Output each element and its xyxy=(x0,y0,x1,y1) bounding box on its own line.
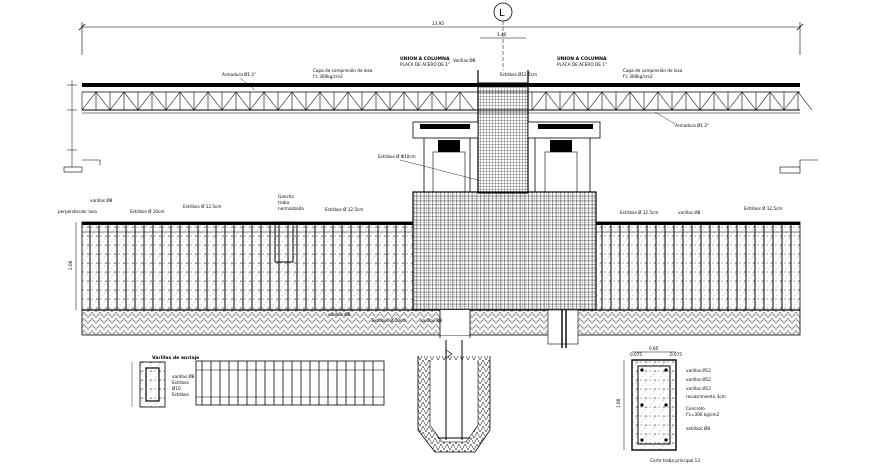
truss-beam xyxy=(81,83,813,114)
section-v5: estribos Ø8 xyxy=(686,426,710,431)
truss-diagonals-left xyxy=(81,91,475,111)
varillas-r-label: varillas Ø8 xyxy=(678,210,701,215)
comp-right-2: f'c 300kg/cm2 xyxy=(623,74,653,79)
section-right-label: 0.075 xyxy=(670,352,682,357)
section-height-label: 1.00 xyxy=(616,398,621,408)
varillas-left-label: varillas Ø8 xyxy=(90,198,113,203)
base-label-1: varillas Ø8 xyxy=(328,312,351,317)
anchor-detail: Varillas de anclaje varillas Ø8 Estribos… xyxy=(131,355,385,408)
section-width-label: 0.85 xyxy=(649,346,659,351)
comp-left-2: f'c 300kg/cm2 xyxy=(313,74,343,79)
wall-right xyxy=(595,221,801,311)
gancho-2-label: traba xyxy=(278,200,290,205)
wall-labels: varillas Ø8 perpendicular losa Estribos … xyxy=(58,194,782,215)
cross-section: 0.85 0.075 0.075 1.00 varillas Ø12 varil… xyxy=(616,346,726,463)
estribos-r2-label: Estribos Ø 12.5cm xyxy=(744,206,782,211)
comp-right-1: Capa de compresión de losa xyxy=(623,68,683,73)
section-caption: Corte traba principal 13 xyxy=(650,458,700,463)
union-left-1: UNION A COLUMNA xyxy=(400,56,450,62)
anchor-v3: Ø10 xyxy=(172,386,181,391)
vertical-bars-left xyxy=(89,222,406,310)
anchor-v4: Estribos xyxy=(172,392,189,397)
vertical-bars-right xyxy=(601,222,792,310)
section-left-label: 0.075 xyxy=(630,352,642,357)
bearing-left xyxy=(412,121,479,193)
estribos-1-label: Estribos Ø 10cm xyxy=(130,209,164,214)
union-right-2: PLACA DE ACERO DE 1" xyxy=(557,62,607,67)
bearing-right xyxy=(527,121,601,193)
comp-left-1: Capa de compresión de losa xyxy=(313,68,373,73)
base-labels: varillas Ø8 Estribos Ø 10cm varillas Ø8 xyxy=(328,312,443,323)
axis-marker: L 1.40 xyxy=(480,2,526,70)
armor-left-label: Armadura Ø1 2" xyxy=(222,72,256,77)
section-c2: f'c=300 kg/cm2 xyxy=(686,412,720,417)
armor-right-label: Armadura Ø1 2" xyxy=(675,123,709,128)
perpendicular-label: perpendicular losa xyxy=(58,209,97,214)
ground-slab xyxy=(81,309,801,348)
anchor-v2: Estribos xyxy=(172,380,189,385)
gancho-1-label: Gancho xyxy=(278,194,294,199)
estribos-3-label: Estribos Ø 12.5cm xyxy=(325,207,363,212)
axis-label: L xyxy=(499,8,505,19)
beam-labels: Armadura Ø1 2" Armadura Ø1 2" Capa de co… xyxy=(222,68,709,128)
section-v2: varillas Ø12 xyxy=(686,377,711,382)
wall-height-dim: 2.00 xyxy=(68,222,77,310)
base-label-2: Estribos Ø 10cm xyxy=(372,318,406,323)
column-width-label: 1.40 xyxy=(497,32,507,37)
wall-height-label: 2.00 xyxy=(68,260,73,270)
wall-left xyxy=(81,221,414,311)
gancho-3-label: normalizada xyxy=(278,206,304,211)
truss-diagonals-right xyxy=(531,91,813,111)
estribo-mid-label: Estribos Ø Φ10cm xyxy=(378,154,416,159)
total-dimension: 13.95 xyxy=(78,21,804,55)
total-width-label: 13.95 xyxy=(432,21,444,26)
anchor-title: Varillas de anclaje xyxy=(152,355,199,361)
section-v1: varillas Ø12 xyxy=(686,368,711,373)
detail-bars xyxy=(201,361,374,405)
section-v3: varillas Ø12 xyxy=(686,386,711,391)
estribos-2-label: Estribos Ø 12.5cm xyxy=(183,204,221,209)
column-cage xyxy=(477,70,529,194)
left-level-marks xyxy=(63,80,818,174)
section-c1: Concreto xyxy=(686,406,705,411)
column-labels: UNION A COLUMNA PLACA DE ACERO DE 1" UNI… xyxy=(378,56,607,181)
central-reinforcement xyxy=(412,191,597,311)
varilla-top-label: Varillas Ø8 xyxy=(453,58,476,63)
base-label-3: varillas Ø8 xyxy=(420,318,443,323)
union-right-1: UNION A COLUMNA xyxy=(557,56,607,62)
section-v4: recubrimiento 3cm xyxy=(686,394,726,399)
estribos-r1-label: Estribos Ø 12.5cm xyxy=(620,210,658,215)
anchor-v1: varillas Ø8 xyxy=(172,374,195,379)
estribo-top-label: Estribos Ø12.5cm xyxy=(500,72,537,77)
pile-detail xyxy=(417,340,491,453)
union-left-2: PLACA DE ACERO DE 1" xyxy=(400,62,450,67)
